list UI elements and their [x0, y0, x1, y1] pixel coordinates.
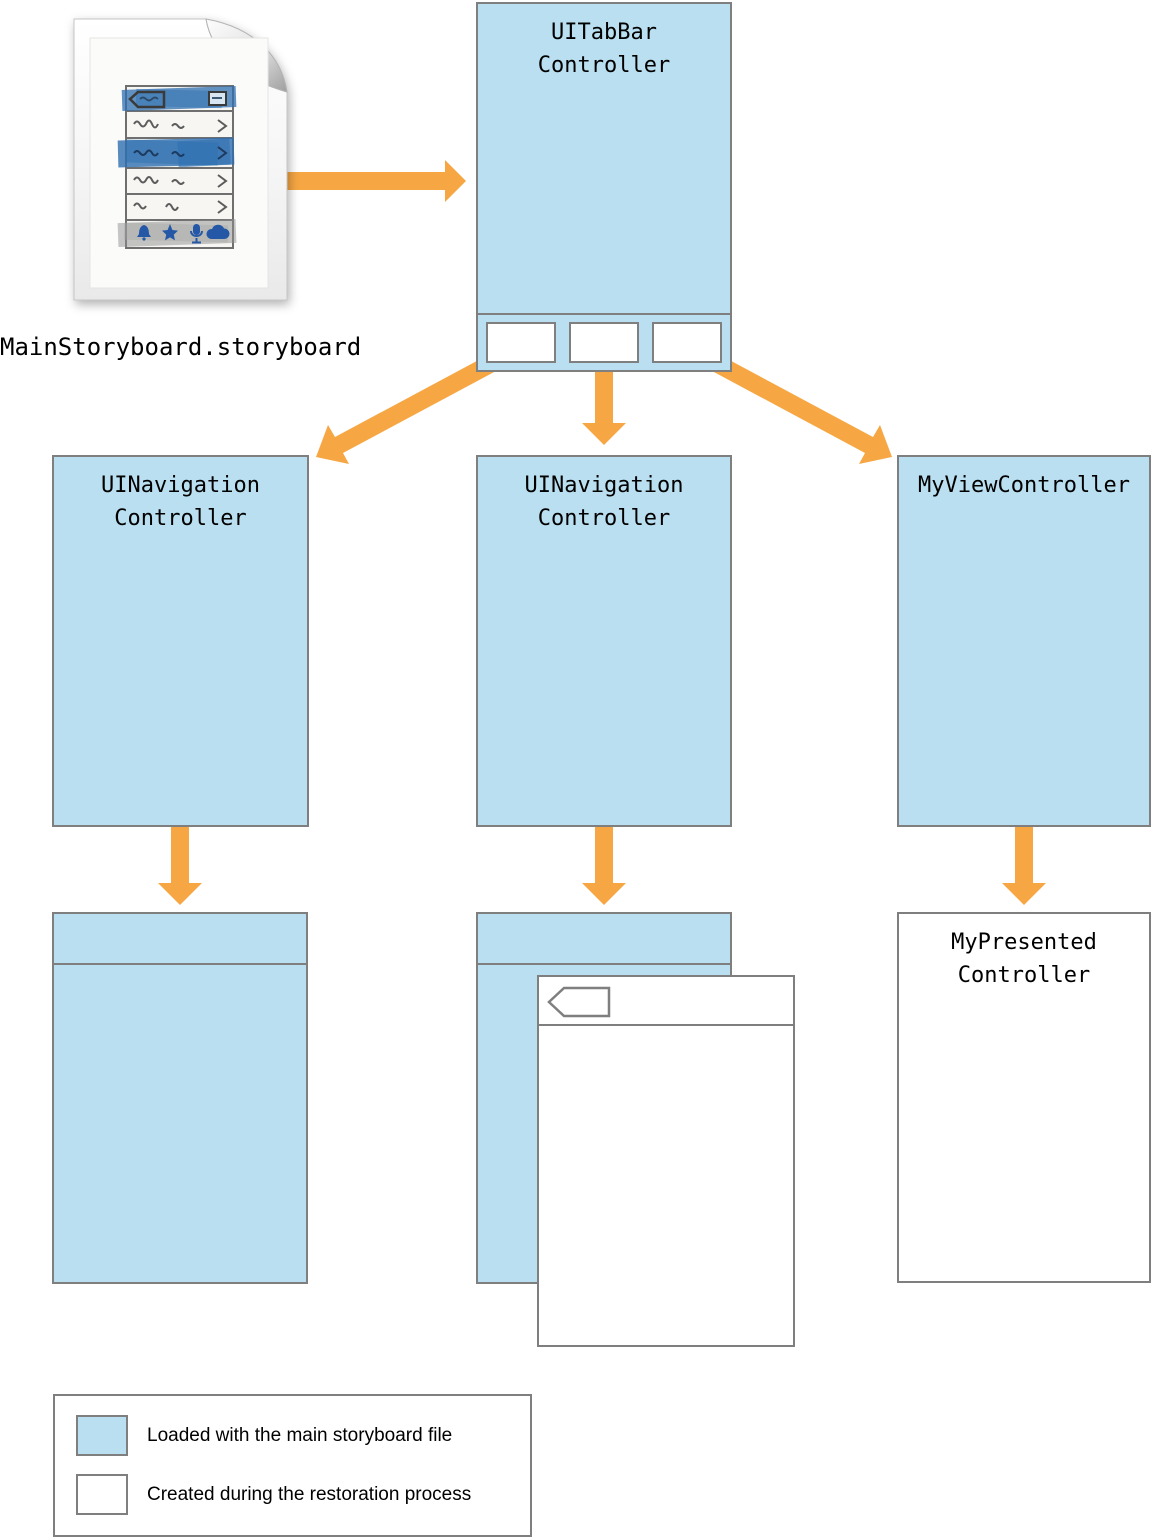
node-uinavigationcontroller-center: UINavigation Controller: [476, 455, 732, 827]
legend-box: Loaded with the main storyboard file Cre…: [53, 1394, 532, 1537]
node-title: UINavigation Controller: [524, 473, 684, 531]
node-title: UINavigation Controller: [101, 473, 260, 531]
storyboard-file-label: MainStoryboard.storyboard: [0, 333, 362, 361]
arrow-nav-center-to-content-icon: [582, 827, 626, 905]
legend-label-restored: Created during the restoration process: [147, 1484, 472, 1505]
node-uinavigationcontroller-left: UINavigation Controller: [52, 455, 309, 827]
tab-slot: [569, 322, 639, 363]
node-uitabbarcontroller: UITabBar Controller: [476, 2, 732, 372]
navigation-bar: [478, 914, 730, 965]
navigation-bar: [54, 914, 306, 965]
arrow-tabbar-to-myviewcontroller-icon: [712, 355, 892, 464]
navigation-bar: [539, 977, 793, 1026]
node-title: UITabBar Controller: [537, 20, 671, 78]
node-title: MyViewController: [918, 473, 1130, 498]
tab-slot: [486, 322, 556, 363]
legend-swatch-restored: [76, 1474, 128, 1515]
arrow-nav-left-to-content-icon: [158, 827, 202, 905]
arrow-tabbar-to-nav-center-icon: [582, 372, 626, 445]
node-myviewcontroller: MyViewController: [897, 455, 1151, 827]
node-content-left: [52, 912, 308, 1284]
node-mypresentedcontroller: MyPresented Controller: [897, 912, 1151, 1283]
arrow-tabbar-to-nav-left-icon: [316, 355, 496, 464]
legend-swatch-storyboard: [76, 1415, 128, 1456]
tab-slot: [652, 322, 722, 363]
legend-label-storyboard: Loaded with the main storyboard file: [147, 1425, 453, 1446]
node-title: MyPresented Controller: [951, 930, 1097, 988]
tab-bar: [478, 313, 730, 370]
node-pushed-restored-controller: [537, 975, 795, 1347]
back-button-icon: [547, 986, 611, 1018]
arrow-myviewcontroller-to-mypresented-icon: [1002, 827, 1046, 905]
arrow-storyboard-to-tabbar-icon: [285, 160, 466, 202]
storyboard-file-icon: [73, 18, 288, 301]
